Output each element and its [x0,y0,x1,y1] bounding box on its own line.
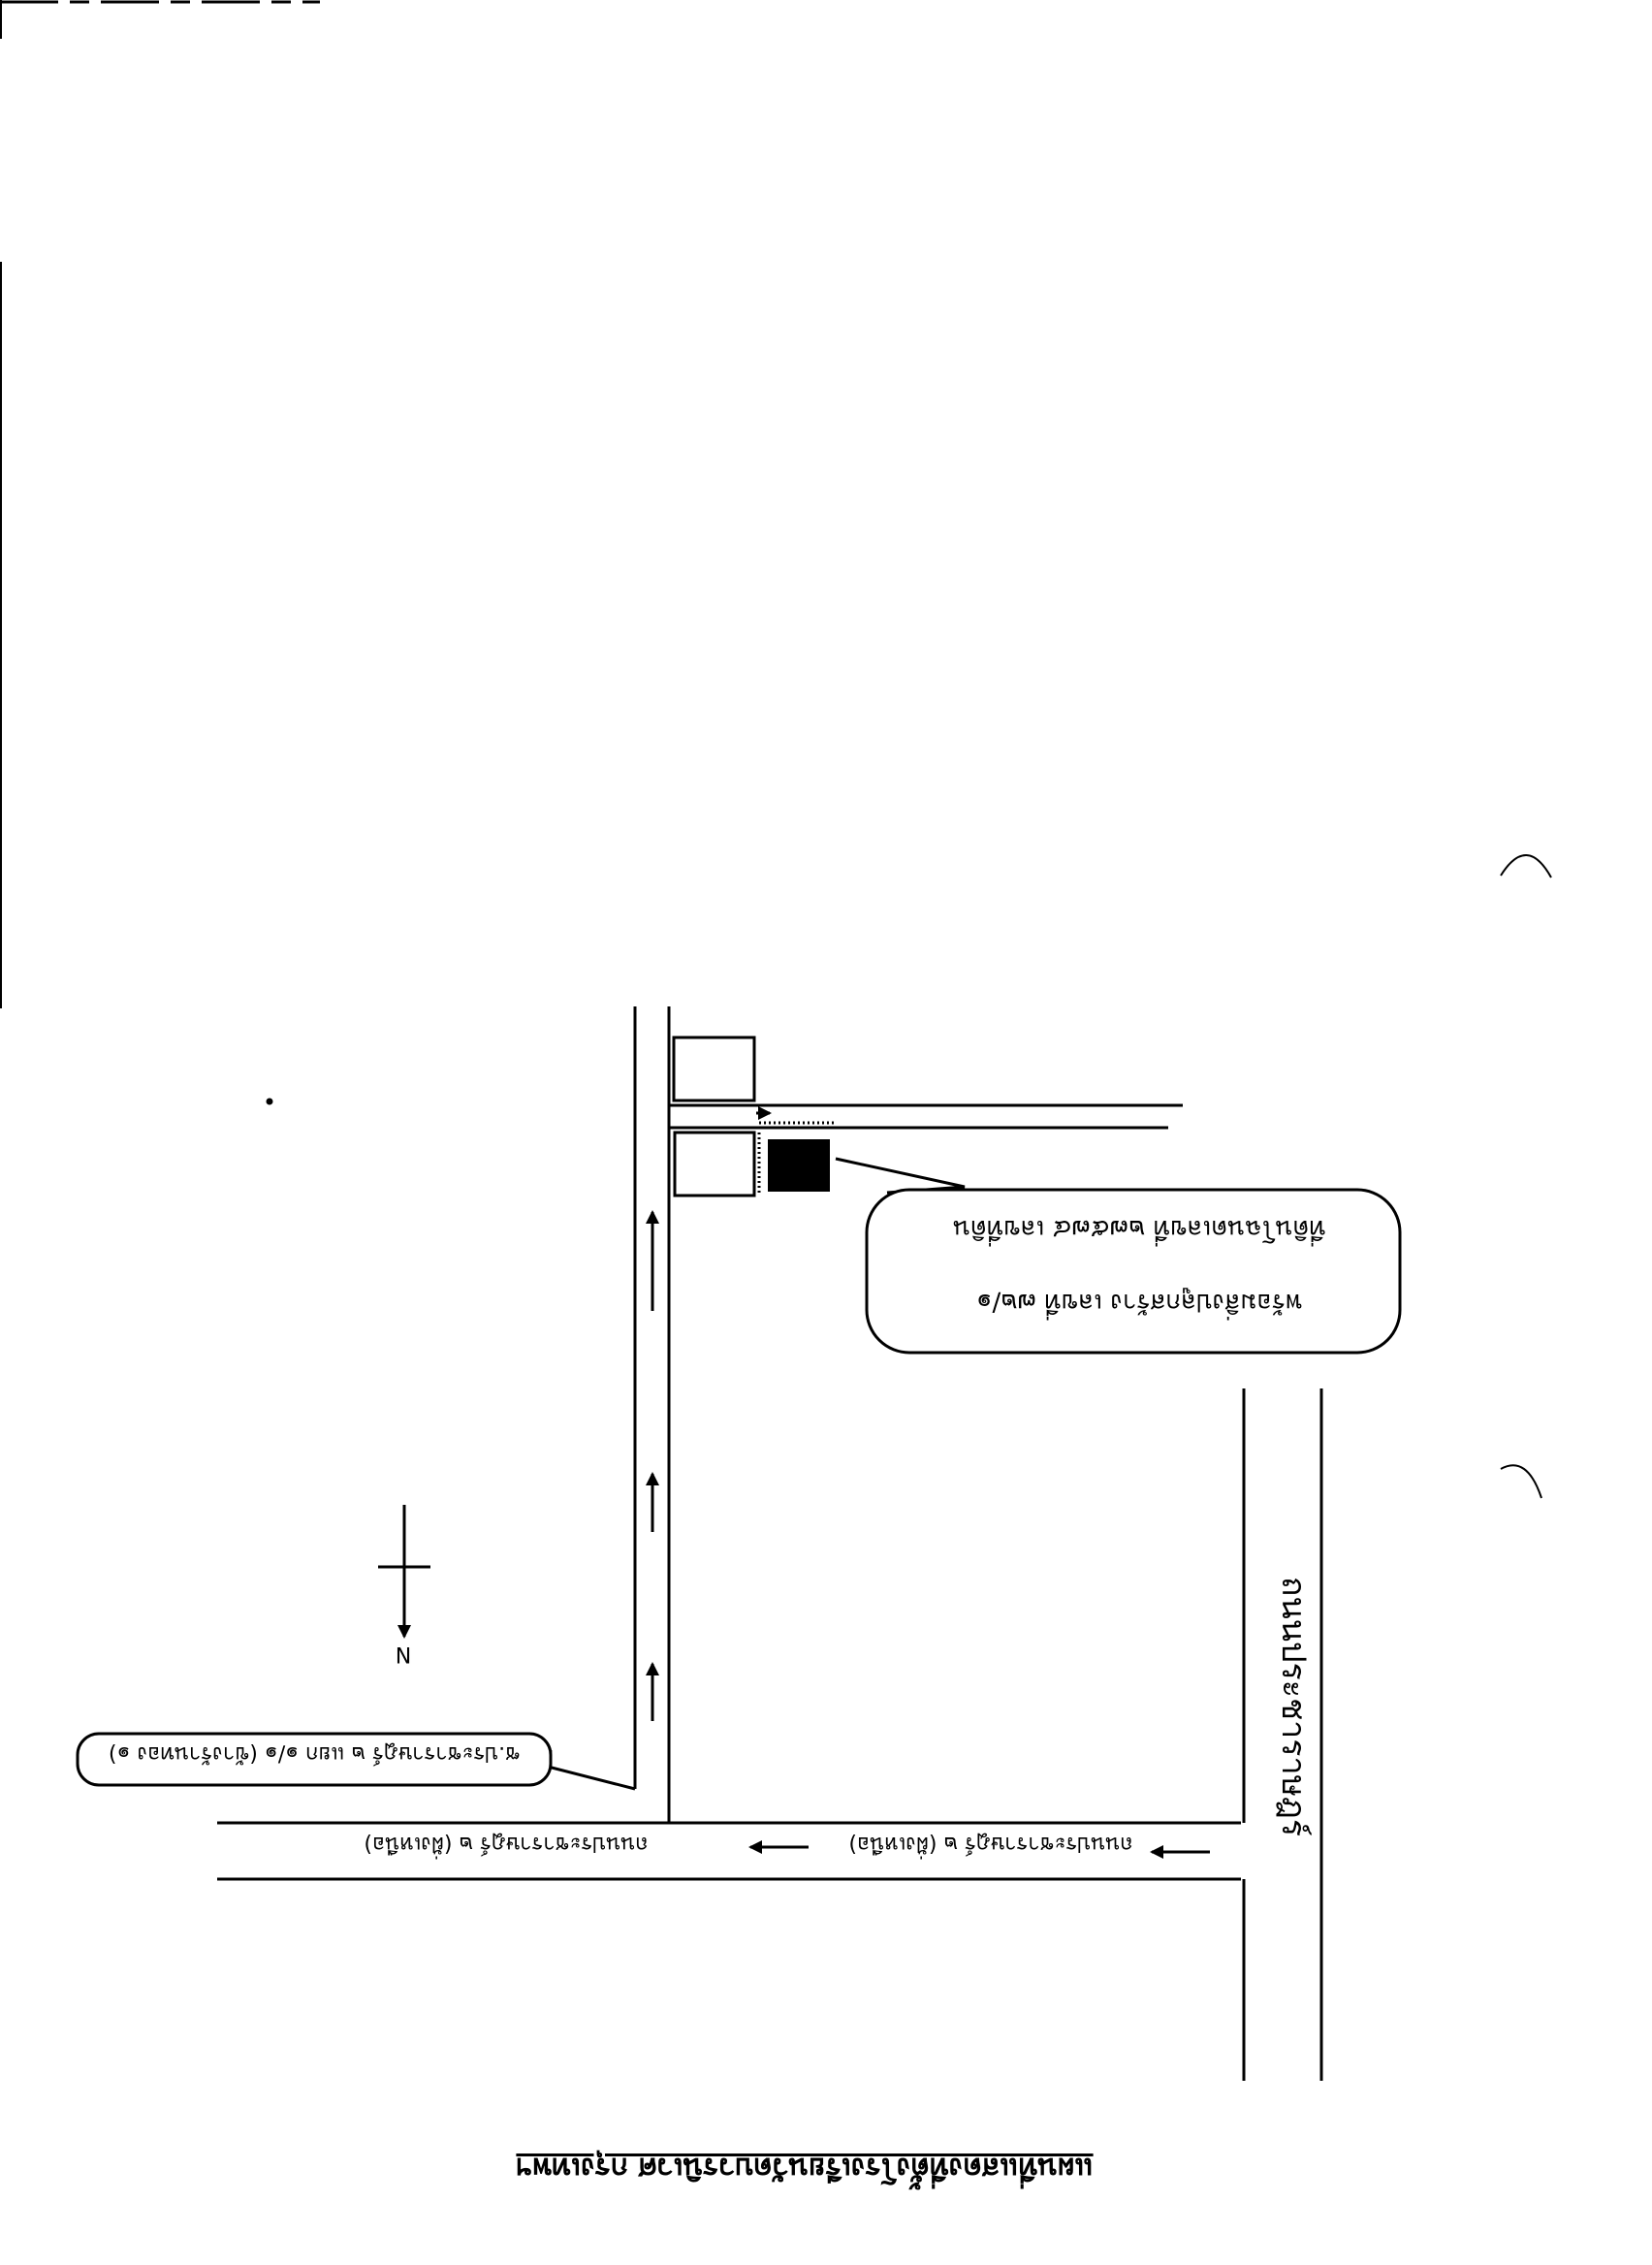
building-adjacent [673,1131,756,1197]
target-property-marker [768,1139,830,1192]
side-street [669,1103,1183,1130]
target-callout: ที่ดินโฉนดเลขที่ ๒๗๕๗๔ เลขที่ดิน พร้อมสิ… [835,1157,1402,1355]
compass-north-label: N [396,1642,411,1666]
alley-callout-text: ซ.ประชาราษฎร์ ๒ แยก ๑/๑ (ข้างร้านทอง ๑) [109,1741,520,1766]
scan-artifacts [0,0,1552,1499]
route-arrows [646,1106,1210,1859]
alley-callout: ซ.ประชาราษฎร์ ๒ แยก ๑/๑ (ข้างร้านทอง ๑) [76,1732,636,1791]
vertical-road-left [633,1006,671,1823]
compass-rose [378,1505,430,1639]
target-callout-line1: ที่ดินโฉนดเลขที่ ๒๗๕๗๔ เลขที่ดิน [953,1214,1326,1247]
target-callout-line2: พร้อมสิ่งปลูกสร้าง เลขที่ ๗๒/๑ [976,1288,1302,1321]
map-title: แผนที่แสดงที่ตั้งโรงเรียนวัดบวรนิเวศ กรุ… [516,2150,1093,2190]
vertical-road-right [1242,1388,1323,2081]
building-north [672,1036,756,1102]
main-road-label-left: ถนนประชาราษฎร์ ๒ (ฝั่งเหนือ) [364,1832,648,1860]
main-road [217,1821,1241,1881]
main-road-label-right: ถนนประชาราษฎร์ ๒ (ฝั่งเหนือ) [848,1832,1132,1860]
vertical-road-label: ถนนประชาราษฎร์ [1274,1577,1313,1836]
